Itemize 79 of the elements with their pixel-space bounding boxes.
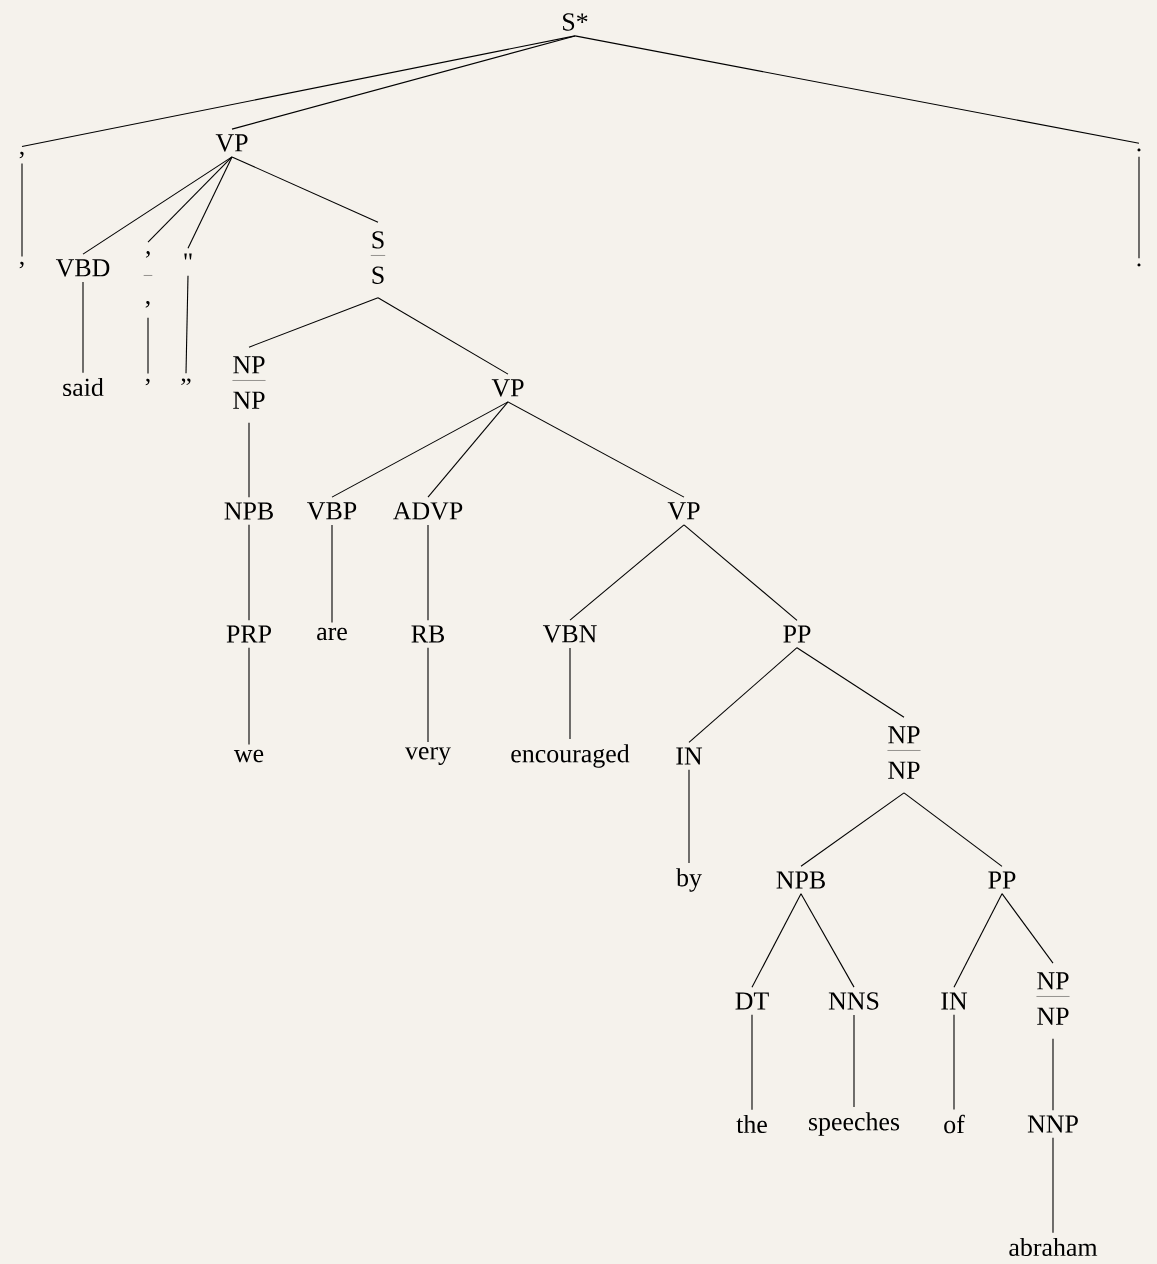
tree-branch (147, 317, 149, 375)
tree-label: encouraged (511, 744, 630, 768)
tree-branch (751, 1014, 753, 1111)
tree-label: ADVP (393, 502, 463, 520)
tree-label: VBN (542, 625, 597, 643)
tree-branch (1052, 1038, 1054, 1111)
tree-label: VP (667, 502, 700, 520)
tree-label: VP (215, 134, 248, 152)
tree-branch (427, 401, 509, 498)
tree-branch (427, 524, 429, 621)
tree-label: IN (941, 992, 968, 1010)
tree-label: PRP (226, 625, 271, 643)
tree-branch (574, 35, 1140, 144)
tree-label: VBD (55, 259, 110, 277)
tree-branch (248, 422, 250, 498)
tree-label: , (19, 261, 24, 269)
tree-branch (231, 156, 379, 223)
tree-label: NNP (1027, 1115, 1078, 1133)
tree-branch (231, 35, 576, 130)
tree-label: VP (491, 379, 524, 397)
tree-label: PP (783, 625, 811, 643)
tree-label: very (405, 747, 451, 765)
tree-branch (688, 769, 690, 864)
tree-label: of (944, 1114, 965, 1134)
tree-label: , (145, 378, 150, 386)
tree-branch (569, 524, 685, 621)
fraction-label: NP NP (1036, 972, 1070, 1025)
tree-branch (903, 792, 1003, 867)
fraction-label: S S (370, 231, 386, 284)
fraction-label: ’ , (143, 251, 153, 308)
tree-label: . (1137, 148, 1141, 152)
tree-branch (688, 647, 798, 743)
tree-label: by (676, 868, 702, 892)
tree-label: are (317, 627, 347, 641)
tree-label: said (63, 377, 104, 397)
tree-branch (248, 647, 250, 746)
tree-label: RB (411, 625, 444, 643)
tree-branch (187, 156, 233, 249)
tree-label: NPB (776, 871, 825, 889)
tree-branch (800, 792, 905, 867)
tree-label: " (184, 253, 192, 260)
tree-label: PP (988, 871, 1016, 889)
tree-label: S* (563, 13, 588, 31)
tree-branch (507, 401, 685, 498)
tree-label: ” (181, 378, 191, 386)
tree-label: NPB (224, 502, 273, 520)
tree-branch (569, 647, 571, 740)
tree-branch (147, 156, 233, 243)
tree-branch (82, 281, 84, 374)
tree-branch (953, 1014, 955, 1111)
tree-branch (953, 893, 1003, 988)
tree-branch (1138, 156, 1140, 259)
tree-branch (331, 401, 509, 498)
tree-branch (1052, 1137, 1054, 1234)
tree-branch (1001, 893, 1054, 964)
tree-label: speeches (809, 1112, 900, 1136)
tree-label: we (233, 749, 264, 763)
tree-branch (796, 647, 905, 718)
fraction-label: NP NP (232, 356, 266, 409)
tree-label: DT (735, 992, 769, 1010)
tree-branch (248, 524, 250, 621)
tree-branch (21, 163, 23, 258)
tree-branch (248, 297, 379, 348)
tree-branch (427, 647, 429, 743)
fraction-label: NP NP (887, 726, 921, 779)
tree-branch (185, 275, 189, 374)
tree-branch (800, 893, 855, 988)
tree-branch (853, 1014, 855, 1108)
tree-branch (331, 524, 333, 624)
tree-label: the (736, 1114, 767, 1134)
tree-branch (751, 893, 802, 988)
tree-label: , (19, 151, 24, 159)
tree-label: NNS (828, 992, 879, 1010)
tree-label: . (1137, 263, 1141, 267)
tree-branch (377, 297, 509, 375)
tree-label: VBP (307, 502, 357, 520)
tree-branch (683, 524, 798, 621)
tree-label: abraham (1009, 1237, 1098, 1257)
tree-label: IN (676, 747, 703, 765)
